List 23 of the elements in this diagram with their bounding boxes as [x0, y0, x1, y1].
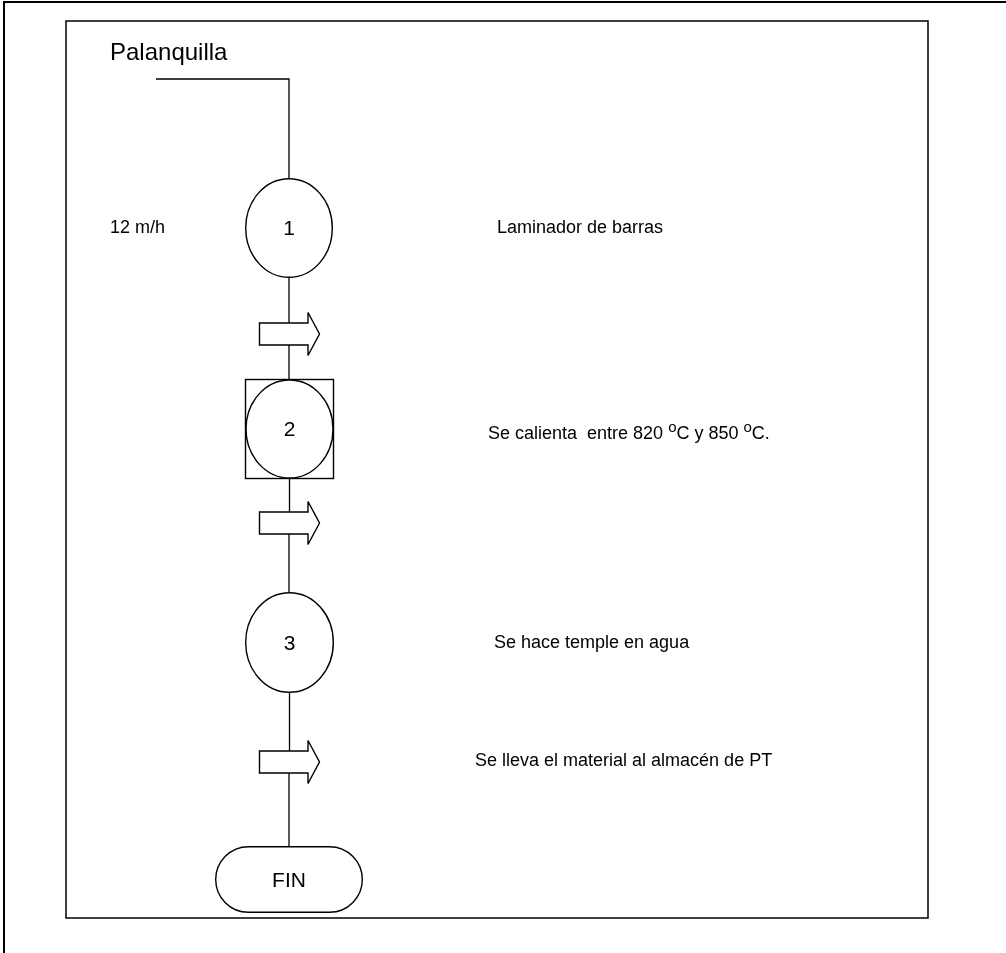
transport-symbol: [259, 501, 320, 545]
rate-label: 12 m/h: [110, 217, 166, 239]
step-description: Se hace temple en agua: [494, 632, 690, 654]
connector-line: [155, 78, 290, 179]
step-label: FIN: [271, 867, 307, 892]
step-label: 3: [282, 630, 297, 655]
connector-line: [288, 344, 290, 380]
step-label: 1: [282, 216, 296, 240]
connector-line: [288, 692, 291, 752]
step-description: Laminador de barras: [497, 217, 664, 239]
connector-line: [288, 478, 291, 513]
transport-symbol: [259, 740, 320, 784]
transport-symbol: [259, 312, 320, 356]
connector-line: [288, 772, 290, 847]
connector-line: [288, 277, 290, 324]
step-label: 2: [282, 417, 297, 441]
operation-circle: [245, 178, 333, 278]
step-description: Se lleva el material al almacén de PT: [475, 750, 773, 772]
combined-operation-symbol: [245, 379, 334, 479]
input-label: Palanquilla: [110, 38, 229, 66]
connector-line: [288, 533, 290, 593]
operation-circle: [245, 592, 334, 693]
step-description: Se calienta entre 820 $^{o}$C y 850 $^{o}$C.: [488, 418, 770, 445]
